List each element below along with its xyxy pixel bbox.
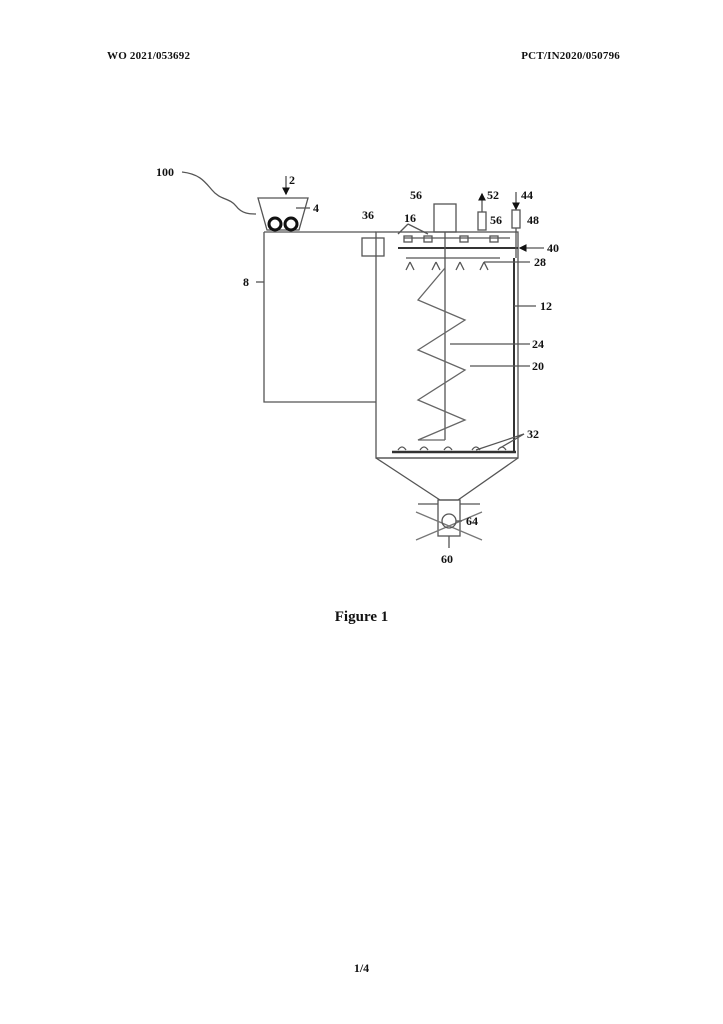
spiral-agitator [418, 268, 465, 440]
motor [434, 204, 456, 232]
reactor-vessel [376, 232, 518, 458]
label-100: 100 [156, 165, 174, 179]
label-12: 12 [540, 299, 552, 313]
label-4: 4 [313, 201, 319, 215]
label-32: 32 [527, 427, 539, 441]
label-64: 64 [466, 514, 478, 528]
discharge-cone [376, 458, 518, 500]
leader-100 [182, 172, 256, 214]
hopper [258, 198, 308, 230]
page-number: 1/4 [0, 961, 723, 976]
label-36: 36 [362, 208, 374, 222]
label-2: 2 [289, 173, 295, 187]
figure-caption: Figure 1 [0, 609, 723, 626]
patent-figure: 100 2 4 8 36 16 56 52 56 44 48 40 28 12 … [0, 0, 723, 600]
label-60: 60 [441, 552, 453, 566]
label-56b: 56 [490, 213, 502, 227]
label-8: 8 [243, 275, 249, 289]
label-44: 44 [521, 188, 533, 202]
label-24: 24 [532, 337, 544, 351]
label-28: 28 [534, 255, 546, 269]
label-16: 16 [404, 211, 416, 225]
label-40: 40 [547, 241, 559, 255]
mixer-36 [362, 238, 384, 256]
label-20: 20 [532, 359, 544, 373]
feed-line [264, 232, 376, 402]
label-52: 52 [487, 188, 499, 202]
label-56a: 56 [410, 188, 422, 202]
label-48: 48 [527, 213, 539, 227]
